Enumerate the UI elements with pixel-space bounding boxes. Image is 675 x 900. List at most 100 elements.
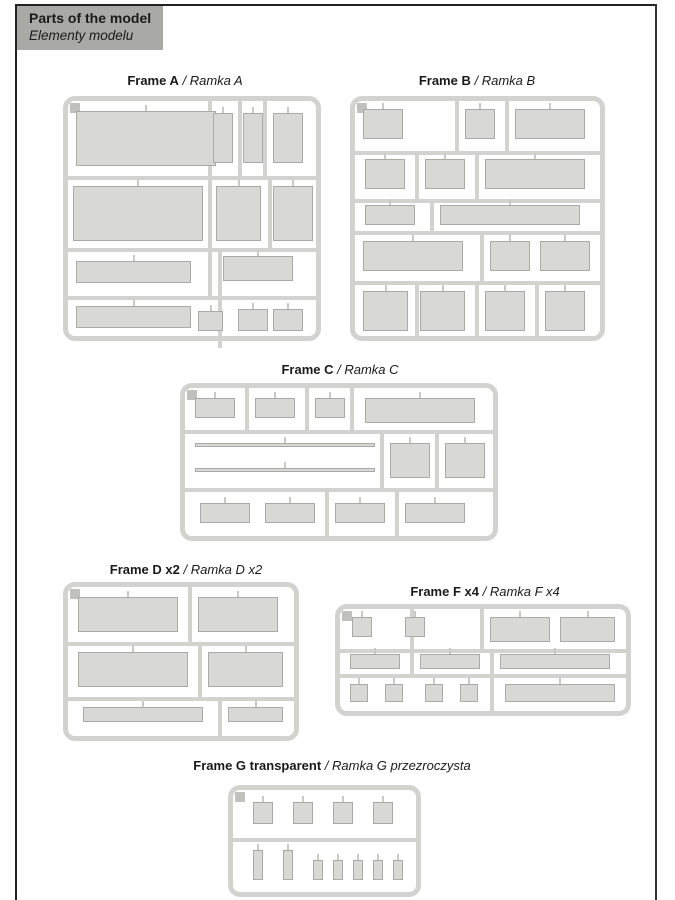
frame-c-label: Frame C — [281, 362, 334, 377]
part-gate — [504, 285, 506, 291]
frame-a-title: Frame A / Ramka A — [127, 73, 242, 89]
part-gate — [329, 392, 331, 398]
sprue-runner — [68, 296, 316, 300]
frame-a-label: Frame A — [127, 73, 179, 88]
model-part — [73, 186, 203, 241]
part-gate — [586, 611, 589, 617]
part-gate — [257, 250, 259, 256]
sprue-runner — [475, 151, 479, 199]
sprue-runner — [68, 697, 294, 701]
model-part — [393, 860, 403, 880]
model-part — [273, 309, 303, 331]
sprue-runner — [355, 199, 600, 203]
sprue-runner — [185, 430, 493, 434]
sprue-letter-tag — [70, 103, 80, 113]
model-part — [485, 291, 525, 331]
part-gate — [127, 591, 129, 597]
model-part — [425, 684, 443, 702]
part-gate — [382, 796, 384, 802]
sprue-runner — [208, 176, 212, 296]
part-gate — [384, 285, 387, 291]
part-gate — [534, 153, 536, 159]
part-gate — [302, 796, 304, 802]
frame-b-label: Frame B — [418, 73, 471, 88]
sprue-runner — [340, 674, 626, 678]
sprue-runner — [68, 642, 294, 646]
sprue-runner — [410, 649, 414, 674]
sprue-runner — [263, 101, 267, 176]
part-gate — [257, 844, 259, 850]
model-part — [363, 291, 408, 331]
sprue-runner — [505, 101, 509, 151]
part-gate — [237, 591, 239, 597]
frame-g-label: Frame G transparent — [193, 758, 322, 773]
frame-c-translation: / Ramka C — [337, 362, 399, 377]
model-part — [465, 109, 495, 139]
part-gate — [389, 199, 391, 205]
model-part — [365, 398, 475, 423]
sprue-letter-tag — [187, 390, 197, 400]
sprue-runner — [395, 488, 399, 536]
sprue-runner — [480, 609, 484, 649]
part-gate — [359, 497, 361, 503]
sprue-runner — [238, 101, 242, 176]
part-gate — [342, 796, 344, 802]
part-gate — [287, 107, 289, 113]
model-part — [223, 256, 293, 281]
sprue-runner — [305, 388, 309, 430]
part-gate — [464, 437, 466, 443]
part-gate — [397, 854, 399, 860]
model-part — [195, 443, 375, 447]
sprue-runner — [350, 388, 354, 430]
model-part — [195, 398, 235, 418]
sprue-runner — [233, 838, 416, 842]
model-part — [198, 597, 278, 632]
sprue-runner — [185, 488, 493, 492]
part-gate — [433, 678, 435, 684]
model-part — [208, 652, 283, 687]
part-gate — [222, 107, 224, 113]
part-gate — [142, 701, 144, 707]
part-gate — [287, 303, 289, 309]
sprue-runner — [268, 176, 272, 248]
sprue-runner — [245, 388, 249, 430]
frame-b-translation: / Ramka B — [474, 73, 536, 88]
model-part — [313, 860, 323, 880]
section-subtitle: Elementy modelu — [29, 28, 134, 43]
model-part — [333, 860, 343, 880]
part-gate — [132, 646, 134, 652]
part-gate — [479, 103, 481, 109]
part-gate — [554, 648, 556, 654]
model-part — [363, 109, 403, 139]
model-part — [352, 617, 372, 637]
part-gate — [284, 437, 286, 443]
model-part — [540, 241, 590, 271]
sprue-runner — [475, 281, 479, 341]
model-part — [243, 113, 263, 163]
frame-f-translation: / Ramka F x4 — [482, 584, 560, 599]
model-part — [445, 443, 485, 478]
sprue-letter-tag — [70, 589, 80, 599]
sprue-letter-tag — [357, 103, 367, 113]
sprue-runner — [435, 430, 439, 488]
model-part — [490, 241, 530, 271]
sprue-letter-tag — [342, 611, 352, 621]
model-part — [273, 113, 303, 163]
part-gate — [132, 255, 135, 261]
part-gate — [132, 300, 135, 306]
model-part — [333, 802, 353, 824]
part-gate — [559, 678, 561, 684]
model-part — [505, 684, 615, 702]
frame-c-title: Frame C / Ramka C — [281, 362, 398, 378]
part-gate — [393, 678, 395, 684]
model-part — [273, 186, 313, 241]
part-gate — [224, 497, 226, 503]
frame-d-label: Frame D x2 — [109, 562, 180, 577]
model-part — [460, 684, 478, 702]
frame-a-translation: / Ramka A — [182, 73, 243, 88]
page-border-left — [15, 4, 17, 900]
sprue-letter-tag — [235, 792, 245, 802]
model-part — [405, 617, 425, 637]
frame-f-title: Frame F x4 / Ramka F x4 — [410, 584, 559, 600]
model-part — [373, 860, 383, 880]
